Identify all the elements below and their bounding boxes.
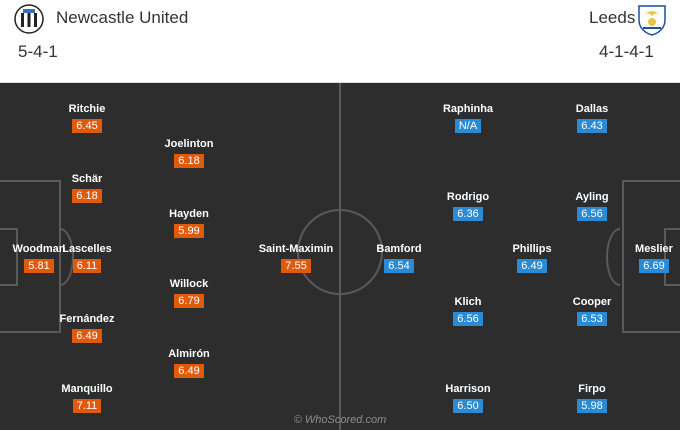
player-rating: 6.50 bbox=[453, 399, 483, 413]
player-rating: 5.81 bbox=[24, 259, 54, 273]
player-name: Dallas bbox=[575, 103, 609, 115]
player-name: Almirón bbox=[168, 348, 210, 360]
player-almiron[interactable]: Almirón 6.49 bbox=[144, 348, 234, 379]
player-phillips[interactable]: Phillips 6.49 bbox=[490, 243, 574, 274]
player-lascelles[interactable]: Lascelles 6.11 bbox=[52, 243, 122, 274]
player-woodman[interactable]: Woodman 5.81 bbox=[4, 243, 74, 274]
player-fernandez[interactable]: Fernández 6.49 bbox=[52, 313, 122, 344]
player-klich[interactable]: Klich 6.56 bbox=[426, 296, 510, 327]
player-rating: 6.49 bbox=[72, 329, 102, 343]
away-penalty-box bbox=[622, 180, 680, 333]
player-name: Harrison bbox=[445, 383, 491, 395]
player-name: Ayling bbox=[575, 191, 609, 203]
player-name: Raphinha bbox=[442, 103, 494, 115]
player-name: Phillips bbox=[512, 243, 552, 255]
player-rating: 6.69 bbox=[639, 259, 669, 273]
player-name: Woodman bbox=[12, 243, 66, 255]
leeds-crest-icon bbox=[637, 4, 667, 41]
center-circle bbox=[297, 209, 383, 295]
player-meslier[interactable]: Meslier 6.69 bbox=[616, 243, 680, 274]
player-firpo[interactable]: Firpo 5.98 bbox=[550, 383, 634, 414]
player-name: Lascelles bbox=[62, 243, 112, 255]
away-six-yard-box bbox=[664, 228, 680, 286]
player-rating: 7.11 bbox=[72, 399, 102, 413]
player-cooper[interactable]: Cooper 6.53 bbox=[550, 296, 634, 327]
newcastle-crest-icon bbox=[14, 4, 44, 39]
player-rating: 6.43 bbox=[577, 119, 607, 133]
player-name: Cooper bbox=[572, 296, 612, 308]
player-harrison[interactable]: Harrison 6.50 bbox=[426, 383, 510, 414]
player-name: Willock bbox=[169, 278, 209, 290]
player-rating: N/A bbox=[454, 119, 482, 133]
home-formation: 5-4-1 bbox=[18, 42, 58, 61]
player-name: Rodrigo bbox=[446, 191, 490, 203]
player-rating: 5.99 bbox=[174, 224, 204, 238]
pitch bbox=[0, 83, 680, 430]
player-manquillo[interactable]: Manquillo 7.11 bbox=[52, 383, 122, 414]
player-bamford[interactable]: Bamford 6.54 bbox=[362, 243, 436, 274]
player-rating: 6.54 bbox=[384, 259, 414, 273]
home-six-yard-box bbox=[0, 228, 18, 286]
player-name: Meslier bbox=[635, 243, 673, 255]
player-rating: 7.55 bbox=[281, 259, 311, 273]
player-rodrigo[interactable]: Rodrigo 6.36 bbox=[426, 191, 510, 222]
player-rating: 6.49 bbox=[517, 259, 547, 273]
player-willock[interactable]: Willock 6.79 bbox=[144, 278, 234, 309]
player-rating: 6.18 bbox=[72, 189, 102, 203]
player-rating: 6.56 bbox=[577, 207, 607, 221]
player-ayling[interactable]: Ayling 6.56 bbox=[550, 191, 634, 222]
player-name: Bamford bbox=[376, 243, 422, 255]
player-name: Firpo bbox=[578, 383, 606, 395]
player-rating: 5.98 bbox=[577, 399, 607, 413]
away-team-name: Leeds bbox=[589, 8, 636, 27]
player-rating: 6.53 bbox=[577, 312, 607, 326]
player-rating: 6.18 bbox=[174, 154, 204, 168]
player-ritchie[interactable]: Ritchie 6.45 bbox=[52, 103, 122, 134]
player-name: Klich bbox=[454, 296, 482, 308]
player-joelinton[interactable]: Joelinton 6.18 bbox=[144, 138, 234, 169]
player-saint-maximin[interactable]: Saint-Maximin 7.55 bbox=[246, 243, 346, 274]
player-name: Schär bbox=[71, 173, 103, 185]
player-name: Saint-Maximin bbox=[258, 243, 334, 255]
player-name: Manquillo bbox=[61, 383, 113, 395]
player-name: Fernández bbox=[59, 313, 115, 325]
player-name: Ritchie bbox=[68, 103, 106, 115]
whoscored-credit: © WhoScored.com bbox=[293, 414, 387, 426]
player-rating: 6.49 bbox=[174, 364, 204, 378]
home-team-name: Newcastle United bbox=[56, 8, 189, 27]
match-header: Newcastle United 5-4-1 Leeds 4-1-4-1 bbox=[0, 0, 680, 83]
player-name: Hayden bbox=[169, 208, 209, 220]
player-hayden[interactable]: Hayden 5.99 bbox=[144, 208, 234, 239]
player-name: Joelinton bbox=[164, 138, 214, 150]
player-rating: 6.45 bbox=[72, 119, 102, 133]
player-rating: 6.36 bbox=[453, 207, 483, 221]
player-dallas[interactable]: Dallas 6.43 bbox=[550, 103, 634, 134]
player-schar[interactable]: Schär 6.18 bbox=[52, 173, 122, 204]
player-rating: 6.11 bbox=[72, 259, 102, 273]
player-rating: 6.56 bbox=[453, 312, 483, 326]
away-formation: 4-1-4-1 bbox=[599, 42, 654, 61]
player-rating: 6.79 bbox=[174, 294, 204, 308]
player-raphinha[interactable]: Raphinha N/A bbox=[426, 103, 510, 134]
